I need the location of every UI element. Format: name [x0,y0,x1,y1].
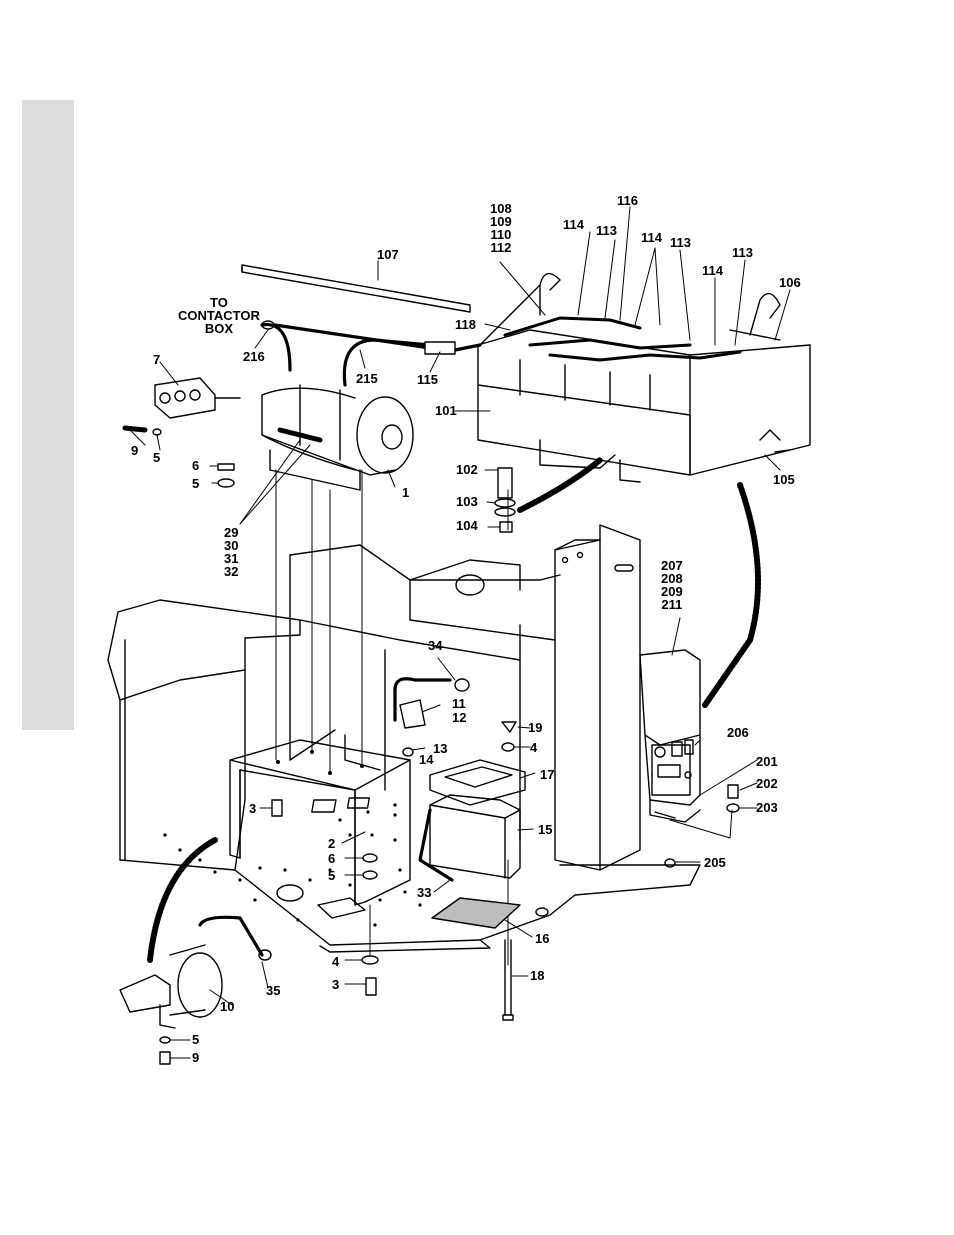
callout-5-a: 5 [153,451,160,464]
callout-group-108-112: 108 109 110 112 [490,202,512,254]
callout-10: 10 [220,1000,234,1013]
callout-15: 15 [538,823,552,836]
callout-1: 1 [402,486,409,499]
callout-216: 216 [243,350,265,363]
callout-114-a: 114 [563,218,584,231]
callout-211: 211 [661,598,683,611]
callout-113-a: 113 [596,224,617,237]
callout-11: 11 [452,697,466,710]
callout-106: 106 [779,276,801,289]
callout-113-b: 113 [670,236,691,249]
callout-205: 205 [704,856,726,869]
callout-215: 215 [356,372,378,385]
callout-206: 206 [727,726,749,739]
callout-116: 116 [617,194,638,207]
callout-6-b: 6 [328,852,335,865]
callout-4-a: 4 [530,741,537,754]
callout-33: 33 [417,886,431,899]
callout-4-b: 4 [332,955,339,968]
callout-107: 107 [377,248,399,261]
callout-5-c: 5 [328,869,335,882]
callout-113-c: 113 [732,246,753,259]
callout-13: 13 [433,742,447,755]
callout-3-b: 3 [332,978,339,991]
callout-34: 34 [428,639,442,652]
callout-201: 201 [756,755,778,768]
callout-3-a: 3 [249,802,256,815]
callout-102: 102 [456,463,478,476]
callout-203: 203 [756,801,778,814]
callout-18: 18 [530,969,544,982]
callout-5-b: 5 [192,477,199,490]
callout-35: 35 [266,984,280,997]
callout-17: 17 [540,768,554,781]
callout-9-b: 9 [192,1051,199,1064]
callout-19: 19 [528,721,542,734]
callout-112: 112 [490,241,512,254]
callout-202: 202 [756,777,778,790]
callout-9-a: 9 [131,444,138,457]
callout-103: 103 [456,495,478,508]
callout-115: 115 [417,373,438,386]
callout-2: 2 [328,837,335,850]
callout-32: 32 [224,565,238,578]
callout-118: 118 [455,318,476,331]
callout-114-c: 114 [702,264,723,277]
callout-12: 12 [452,711,466,724]
callout-group-207-211: 207 208 209 211 [661,559,683,611]
callout-7: 7 [153,353,160,366]
callout-5-d: 5 [192,1033,199,1046]
callout-101: 101 [435,404,457,417]
to-contactor-box-note: TO CONTACTOR BOX [178,296,260,335]
callout-14: 14 [419,753,433,766]
callout-105: 105 [773,473,795,486]
callout-16: 16 [535,932,549,945]
callout-group-29-32: 29 30 31 32 [224,526,238,578]
callout-6-a: 6 [192,459,199,472]
callout-114-b: 114 [641,231,662,244]
callout-104: 104 [456,519,478,532]
